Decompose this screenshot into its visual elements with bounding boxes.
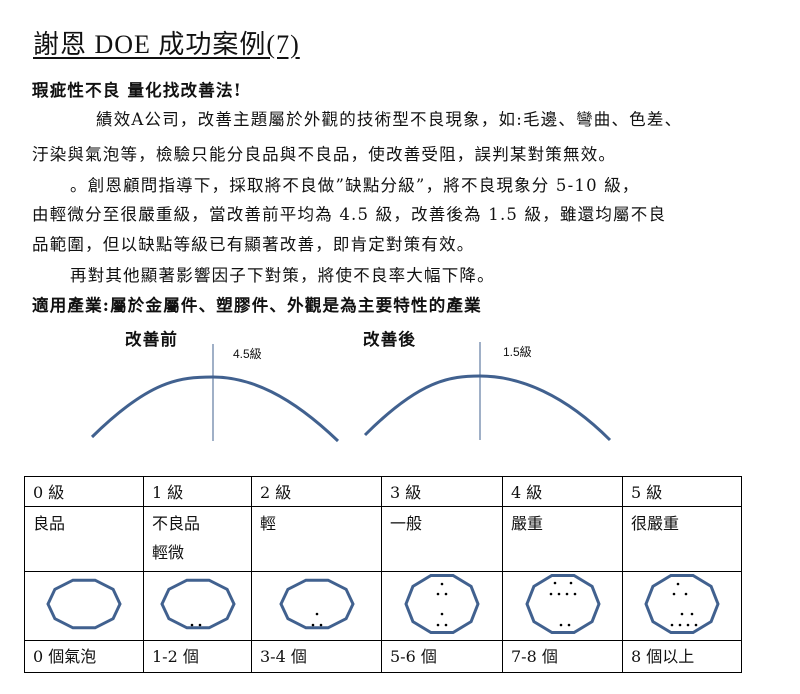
bubble-dot bbox=[559, 623, 562, 627]
paragraph-line: 由輕微分至很嚴重級，當改善前平均為 4.5 級，改善後為 1.5 級，雖還均屬不… bbox=[32, 205, 667, 224]
paragraph-line: 汙染與氣泡等，檢驗只能分良品與不良品，使改善受阻，誤判某對策無效。 bbox=[32, 145, 617, 164]
bubble-dot bbox=[549, 592, 552, 596]
count-cell: 8 個以上 bbox=[622, 640, 742, 673]
shape-cell bbox=[24, 571, 144, 641]
desc-cell: 良品 bbox=[24, 506, 144, 572]
count-cell: 7-8 個 bbox=[502, 640, 623, 673]
defect-grade-table: 0 級 1 級 2 級 3 級 4 級 5 級 良品 不良品輕微 輕 一般 嚴重… bbox=[24, 476, 742, 673]
shape-cell bbox=[381, 571, 503, 641]
bubble-dot bbox=[436, 623, 440, 627]
bubble-sample-icon bbox=[524, 574, 601, 634]
bubble-sample-icon bbox=[159, 578, 236, 630]
count-cell: 1-2 個 bbox=[143, 640, 252, 673]
desc-cell: 很嚴重 bbox=[622, 506, 742, 572]
bubble-dot bbox=[436, 592, 440, 596]
table-row-descriptions: 良品 不良品輕微 輕 一般 嚴重 很嚴重 bbox=[24, 506, 742, 572]
paragraph-line: 。創恩顧問指導下，採取將不良做”缺點分級”，將不良現象分 5-10 級， bbox=[70, 176, 640, 195]
bubble-dot bbox=[573, 592, 576, 596]
bubble-dot bbox=[444, 623, 448, 627]
bubble-dot bbox=[440, 612, 444, 616]
bubble-dot bbox=[684, 592, 688, 596]
bubble-dot bbox=[676, 582, 680, 586]
bubble-sample-icon bbox=[644, 574, 720, 634]
bubble-dot bbox=[690, 612, 694, 616]
desc-cell: 不良品輕微 bbox=[143, 506, 252, 572]
grade-cell: 5 級 bbox=[622, 476, 742, 507]
paragraph-line: 績效A公司，改善主題屬於外觀的技術型不良現象，如:毛邊、彎曲、色差、 bbox=[96, 110, 683, 129]
desc-cell: 一般 bbox=[381, 506, 503, 572]
grade-cell: 3 級 bbox=[381, 476, 503, 507]
desc-cell: 輕 bbox=[251, 506, 382, 572]
bubble-sample-icon bbox=[404, 574, 480, 634]
after-label: 改善後 bbox=[363, 330, 417, 349]
table-row-grades: 0 級 1 級 2 級 3 級 4 級 5 級 bbox=[24, 476, 742, 507]
bubble-sample-icon bbox=[278, 578, 355, 630]
bubble-sample-icon bbox=[46, 578, 122, 630]
shape-cell bbox=[251, 571, 382, 641]
bubble-dot bbox=[567, 623, 570, 627]
bubble-dot bbox=[686, 623, 690, 627]
bubble-dot bbox=[694, 623, 698, 627]
shape-cell bbox=[143, 571, 252, 641]
bubble-dot bbox=[319, 623, 322, 627]
bubble-dot bbox=[440, 582, 444, 586]
grade-cell: 2 級 bbox=[251, 476, 382, 507]
table-row-shapes bbox=[24, 571, 742, 641]
before-mean-label: 4.5級 bbox=[233, 347, 262, 361]
shape-cell bbox=[622, 571, 742, 641]
bubble-dot bbox=[678, 623, 682, 627]
after-curve bbox=[363, 374, 612, 442]
bubble-dot bbox=[565, 592, 568, 596]
page-title: 謝恩 DOE 成功案例(7) bbox=[33, 30, 300, 59]
bubble-dot bbox=[444, 592, 448, 596]
paragraph-line: 品範圍，但以缺點等級已有顯著改善，即肯定對策有效。 bbox=[32, 235, 475, 254]
grade-cell: 0 級 bbox=[24, 476, 144, 507]
bubble-dot bbox=[672, 592, 676, 596]
industry-line: 適用產業:屬於金屬件、塑膠件、外觀是為主要特性的產業 bbox=[32, 296, 482, 315]
before-curve bbox=[90, 375, 340, 443]
distribution-curves bbox=[90, 342, 612, 443]
bubble-dot bbox=[680, 612, 684, 616]
bubble-dot bbox=[190, 623, 193, 627]
section-heading: 瑕疵性不良 量化找改善法! bbox=[32, 81, 243, 100]
bubble-dot bbox=[311, 623, 314, 627]
bubble-dot bbox=[315, 612, 318, 616]
bubble-dot bbox=[670, 623, 674, 627]
table-row-counts: 0 個氣泡 1-2 個 3-4 個 5-6 個 7-8 個 8 個以上 bbox=[24, 640, 742, 673]
after-mean-label: 1.5級 bbox=[503, 345, 532, 359]
bubble-dot bbox=[198, 623, 201, 627]
grade-cell: 1 級 bbox=[143, 476, 252, 507]
paragraph-line: 再對其他顯著影響因子下對策，將使不良率大幅下降。 bbox=[70, 266, 495, 285]
bubble-dot bbox=[557, 592, 560, 596]
grade-cell: 4 級 bbox=[502, 476, 623, 507]
shape-cell bbox=[502, 571, 623, 641]
desc-cell: 嚴重 bbox=[502, 506, 623, 572]
count-cell: 0 個氣泡 bbox=[24, 640, 144, 673]
count-cell: 5-6 個 bbox=[381, 640, 503, 673]
bubble-dot bbox=[553, 581, 556, 585]
bubble-dot bbox=[569, 581, 572, 585]
count-cell: 3-4 個 bbox=[251, 640, 382, 673]
before-label: 改善前 bbox=[125, 330, 179, 349]
